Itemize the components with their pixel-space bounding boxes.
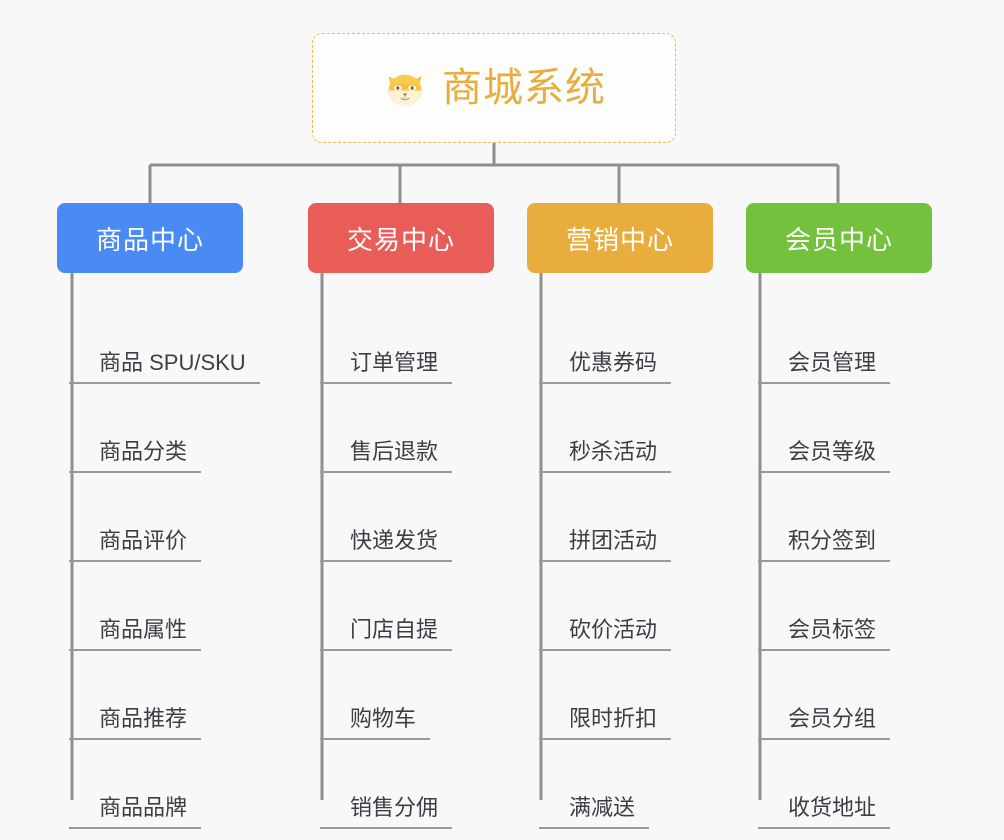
leaf-item[interactable]: 商品品牌 <box>69 740 243 829</box>
leaf-item-label: 销售分佣 <box>320 795 453 829</box>
leaf-item-label: 商品品牌 <box>69 795 202 829</box>
leaf-item-label: 商品推荐 <box>69 706 202 740</box>
leaf-item[interactable]: 砍价活动 <box>539 562 713 651</box>
branch-header-2[interactable]: 交易中心 <box>308 203 494 273</box>
leaf-list-4: 会员管理 会员等级 积分签到 会员标签 会员分组 收货地址 <box>746 295 932 829</box>
leaf-item[interactable]: 限时折扣 <box>539 651 713 740</box>
leaf-item-label: 商品 SPU/SKU <box>69 350 260 384</box>
branch-column-4: 会员中心 会员管理 会员等级 积分签到 会员标签 会员分组 收货地址 <box>746 203 932 829</box>
leaf-item[interactable]: 积分签到 <box>758 473 932 562</box>
leaf-item-label: 积分签到 <box>758 528 891 562</box>
leaf-item[interactable]: 会员管理 <box>758 295 932 384</box>
leaf-item-label: 拼团活动 <box>539 528 672 562</box>
leaf-item-label: 商品评价 <box>69 528 202 562</box>
branch-header-label: 营销中心 <box>565 224 674 255</box>
leaf-item[interactable]: 收货地址 <box>758 740 932 829</box>
root-node[interactable]: 商城系统 <box>312 33 676 143</box>
branch-header-1[interactable]: 商品中心 <box>57 203 243 273</box>
leaf-item[interactable]: 秒杀活动 <box>539 384 713 473</box>
leaf-item-label: 会员分组 <box>758 706 891 740</box>
branch-header-label: 商品中心 <box>95 224 204 255</box>
leaf-item[interactable]: 商品推荐 <box>69 651 243 740</box>
leaf-item-label: 会员标签 <box>758 617 891 651</box>
leaf-item-label: 砍价活动 <box>539 617 672 651</box>
leaf-item[interactable]: 会员等级 <box>758 384 932 473</box>
leaf-item-label: 收货地址 <box>758 795 891 829</box>
leaf-list-2: 订单管理 售后退款 快递发货 门店自提 购物车 销售分佣 <box>308 295 494 829</box>
leaf-item-label: 限时折扣 <box>539 706 672 740</box>
branch-column-1: 商品中心 商品 SPU/SKU 商品分类 商品评价 商品属性 商品推荐 商品品牌 <box>57 203 260 829</box>
leaf-item-label: 会员等级 <box>758 439 891 473</box>
leaf-item[interactable]: 优惠券码 <box>539 295 713 384</box>
branch-header-4[interactable]: 会员中心 <box>746 203 932 273</box>
leaf-item[interactable]: 商品评价 <box>69 473 243 562</box>
leaf-item-label: 快递发货 <box>320 528 453 562</box>
leaf-item[interactable]: 拼团活动 <box>539 473 713 562</box>
leaf-item-label: 购物车 <box>320 706 431 740</box>
leaf-item[interactable]: 会员分组 <box>758 651 932 740</box>
leaf-item-label: 商品属性 <box>69 617 202 651</box>
leaf-list-3: 优惠券码 秒杀活动 拼团活动 砍价活动 限时折扣 满减送 <box>527 295 713 829</box>
branch-column-2: 交易中心 订单管理 售后退款 快递发货 门店自提 购物车 销售分佣 <box>308 203 494 829</box>
branch-column-3: 营销中心 优惠券码 秒杀活动 拼团活动 砍价活动 限时折扣 满减送 <box>527 203 713 829</box>
root-title: 商城系统 <box>442 66 606 110</box>
branch-header-label: 会员中心 <box>784 224 893 255</box>
leaf-item[interactable]: 满减送 <box>539 740 713 829</box>
leaf-item-label: 优惠券码 <box>539 350 672 384</box>
leaf-item-label: 门店自提 <box>320 617 453 651</box>
leaf-item[interactable]: 快递发货 <box>320 473 494 562</box>
leaf-item-label: 订单管理 <box>320 350 453 384</box>
leaf-item[interactable]: 门店自提 <box>320 562 494 651</box>
leaf-item[interactable]: 销售分佣 <box>320 740 494 829</box>
leaf-item[interactable]: 订单管理 <box>320 295 494 384</box>
leaf-item[interactable]: 会员标签 <box>758 562 932 651</box>
leaf-list-1: 商品 SPU/SKU 商品分类 商品评价 商品属性 商品推荐 商品品牌 <box>57 295 260 829</box>
leaf-item-label: 满减送 <box>539 795 650 829</box>
leaf-item[interactable]: 商品 SPU/SKU <box>69 295 260 384</box>
leaf-item-label: 会员管理 <box>758 350 891 384</box>
shiba-dog-face-icon <box>382 66 428 112</box>
leaf-item[interactable]: 售后退款 <box>320 384 494 473</box>
leaf-item[interactable]: 商品属性 <box>69 562 243 651</box>
leaf-item-label: 秒杀活动 <box>539 439 672 473</box>
branch-header-3[interactable]: 营销中心 <box>527 203 713 273</box>
branch-header-label: 交易中心 <box>346 224 455 255</box>
leaf-item-label: 商品分类 <box>69 439 202 473</box>
leaf-item-label: 售后退款 <box>320 439 453 473</box>
leaf-item[interactable]: 商品分类 <box>69 384 243 473</box>
leaf-item[interactable]: 购物车 <box>320 651 494 740</box>
